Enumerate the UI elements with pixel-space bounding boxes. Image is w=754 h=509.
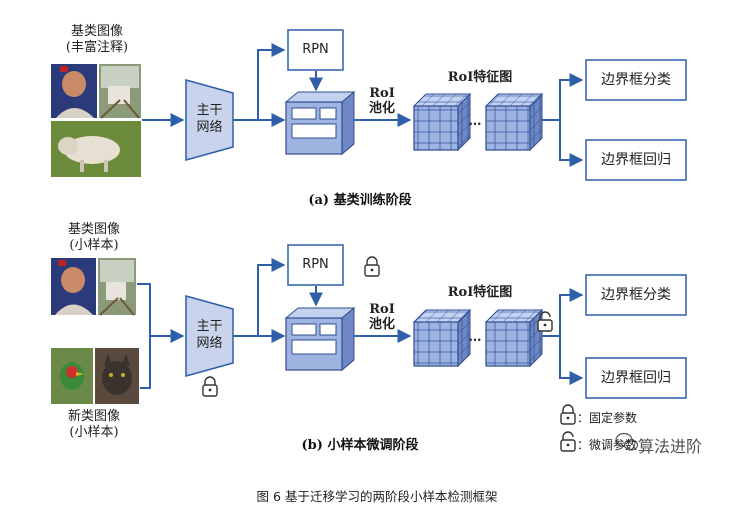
watermark-text: 算法进阶 <box>638 437 703 456</box>
novel-image-cat-photo <box>95 348 139 404</box>
roi-pool-label-line1: RoI <box>369 86 395 101</box>
phase-a-title: (a) 基类训练阶段 <box>308 193 412 208</box>
ellipsis-b: … <box>468 330 482 345</box>
legend-finetune-label: ：微调参数 <box>577 438 638 452</box>
roi-feature-cube-1-b <box>412 308 472 368</box>
base-image-sheep-photo <box>51 121 141 177</box>
bbox-regression-label: 边界框回归 <box>601 152 671 168</box>
roi-pool-label-line2: 池化 <box>368 101 395 116</box>
feature-map-block <box>284 90 356 156</box>
legend-fixed-label: ：固定参数 <box>577 411 638 425</box>
backbone-label-line2: 网络 <box>196 120 223 135</box>
roi-feature-label: RoI特征图 <box>447 70 513 85</box>
bbox-classification-label-b: 边界框分类 <box>601 287 671 303</box>
bbox-classification-box-b <box>585 274 687 316</box>
lock-closed-icon <box>202 376 218 397</box>
phase-b <box>51 244 687 452</box>
base-images-label: 基类图像 <box>70 24 123 39</box>
roi-pool-label-line2-b: 池化 <box>368 317 395 332</box>
bbox-regression-box-b <box>585 357 687 399</box>
figure-caption: 图 6 基于迁移学习的两阶段小样本检测框架 <box>256 489 498 504</box>
backbone-network-shape-b <box>185 295 234 377</box>
roi-feature-cube-2 <box>484 92 544 152</box>
lock-open-icon <box>537 311 553 332</box>
roi-feature-label-b: RoI特征图 <box>447 285 513 300</box>
lock-closed-icon <box>364 256 380 277</box>
rpn-box <box>287 29 344 71</box>
rpn-box-b <box>287 244 344 286</box>
base-image-train-photo <box>99 64 141 119</box>
roi-feature-cube-2-b <box>484 308 544 368</box>
bbox-classification-box-a <box>585 59 687 101</box>
bbox-regression-label-b: 边界框回归 <box>601 370 671 386</box>
lock-closed-icon <box>560 404 576 425</box>
phase-b-title: (b) 小样本微调阶段 <box>301 438 419 453</box>
bbox-regression-box-a <box>585 139 687 181</box>
roi-pool-label-line1-b: RoI <box>369 302 395 317</box>
bbox-classification-label: 边界框分类 <box>601 72 671 88</box>
base-images-label-b: 基类图像 <box>67 222 120 237</box>
ellipsis: … <box>468 114 482 129</box>
feature-map-block-b <box>284 306 356 372</box>
backbone-label-line1: 主干 <box>196 103 223 118</box>
phase-a <box>51 29 687 181</box>
novel-images-label: 新类图像 <box>67 409 120 424</box>
rpn-label-b: RPN <box>302 257 329 272</box>
backbone-label-line2-b: 网络 <box>196 336 223 351</box>
backbone-label-line1-b: 主干 <box>196 319 223 334</box>
backbone-network-shape <box>185 79 234 161</box>
novel-image-bird-photo <box>51 348 93 404</box>
rpn-label: RPN <box>302 42 329 57</box>
roi-feature-cube-1 <box>412 92 472 152</box>
lock-open-icon <box>560 431 576 452</box>
base-image-person-photo-b <box>51 258 96 315</box>
base-images-sublabel-b: (小样本) <box>69 238 119 253</box>
base-image-train-photo-b <box>98 258 136 316</box>
wechat-icon <box>615 432 639 451</box>
novel-images-sublabel: (小样本) <box>69 425 119 440</box>
base-images-sublabel: (丰富注释) <box>65 40 129 55</box>
base-image-person-photo <box>51 64 97 118</box>
